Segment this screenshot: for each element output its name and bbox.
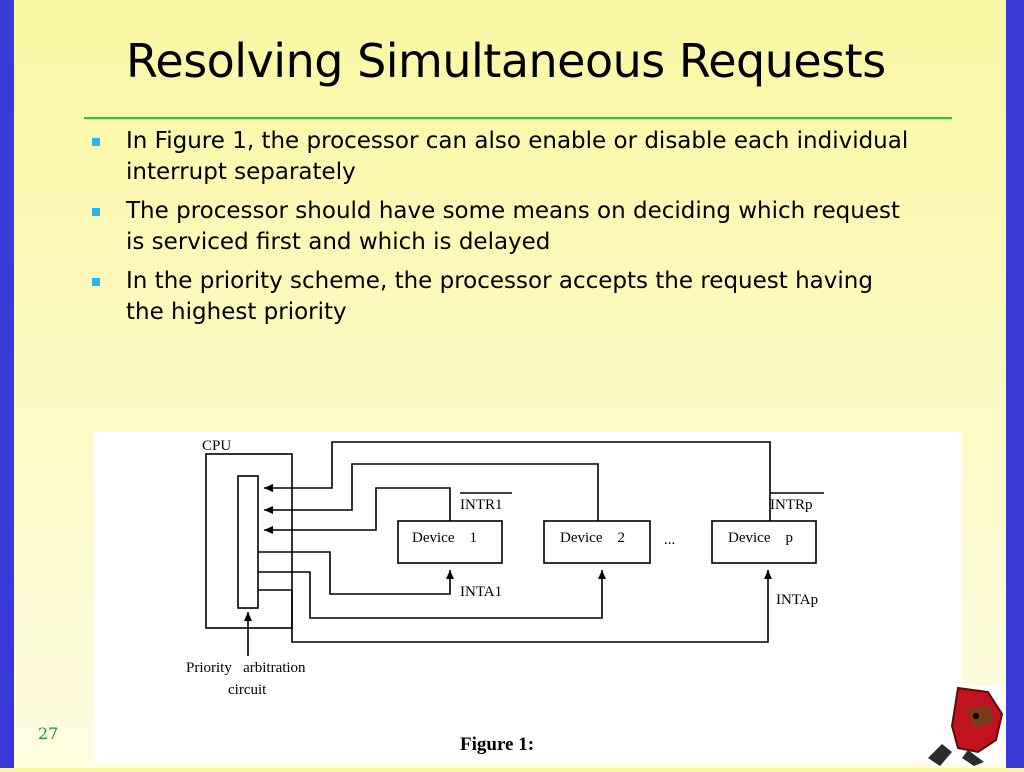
- cpu-label: CPU: [202, 438, 231, 454]
- inta1-label: INTA1: [460, 584, 502, 600]
- intap-label: INTAp: [776, 592, 818, 608]
- bullet-square-icon: [92, 208, 100, 216]
- inta-1-line: [258, 551, 454, 595]
- device-2-label: Device 2: [560, 530, 625, 546]
- figure-panel: CPU Device 1 Device 2 ... Device p INTR1…: [94, 432, 962, 762]
- intr-1-line: [264, 487, 451, 534]
- left-side-bar: [0, 0, 14, 768]
- bullet-square-icon: [92, 138, 100, 146]
- right-side-bar: [1006, 0, 1024, 768]
- title-divider: [84, 117, 952, 119]
- priority-arbitration-bar: [237, 475, 259, 609]
- bullet-item: In the priority scheme, the processor ac…: [92, 266, 912, 328]
- ellipsis-label: ...: [664, 532, 675, 548]
- bullet-item: In Figure 1, the processor can also enab…: [92, 126, 912, 188]
- bullet-text: In the priority scheme, the processor ac…: [126, 268, 873, 325]
- slide-number: 27: [38, 724, 59, 743]
- priority-label-line1: Priority arbitration: [186, 660, 306, 676]
- inta-2-line: [258, 570, 606, 619]
- intr1-label: INTR1: [460, 497, 503, 513]
- bullet-item: The processor should have some means on …: [92, 196, 912, 258]
- cpu-box: [205, 453, 293, 629]
- slide-title: Resolving Simultaneous Requests: [126, 34, 886, 88]
- bullet-square-icon: [92, 278, 100, 286]
- inta-p-line: [258, 570, 772, 643]
- bullet-text: In Figure 1, the processor can also enab…: [126, 128, 909, 185]
- figure-caption: Figure 1:: [460, 734, 534, 755]
- team-mascot-logo-icon: [918, 678, 1006, 768]
- intr-2-line: [264, 463, 599, 521]
- device-p-box: [711, 520, 817, 564]
- interrupt-priority-diagram: CPU Device 1 Device 2 ... Device p INTR1…: [186, 438, 824, 755]
- device-1-label: Device 1: [412, 530, 477, 546]
- bullet-text: The processor should have some means on …: [126, 198, 900, 255]
- bullet-list: In Figure 1, the processor can also enab…: [92, 126, 912, 336]
- intrp-label: INTRp: [770, 497, 813, 513]
- priority-label-line2: circuit: [228, 682, 267, 698]
- intr-p-line: [264, 441, 771, 521]
- device-p-label: Device p: [728, 530, 793, 546]
- device-2-box: [543, 520, 651, 564]
